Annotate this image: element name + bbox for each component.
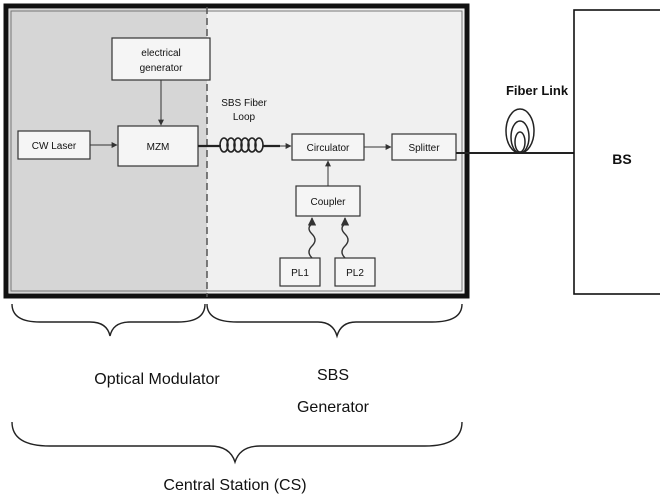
pl1-label: PL1 [291, 268, 309, 279]
sbs-fiber-coil-icon [219, 137, 264, 153]
fiber-link-label: Fiber Link [506, 83, 569, 98]
central-station-label: Central Station (CS) [163, 477, 306, 494]
coupler-label: Coupler [310, 197, 346, 208]
splitter-label: Splitter [408, 143, 440, 154]
electrical-generator-block [111, 37, 211, 81]
electrical-generator-label-2: generator [140, 63, 183, 74]
fiber-pl2-to-coupler [340, 217, 350, 259]
sbs-fiber-loop-label-2: Loop [233, 112, 256, 123]
pl1-block [279, 257, 321, 287]
pl2-block [334, 257, 376, 287]
circulator-label: Circulator [307, 143, 350, 154]
central-station-brace [11, 421, 463, 465]
sbs-fiber-loop-label-1: SBS Fiber [221, 98, 267, 109]
bs-box [573, 9, 660, 295]
fiber-pl1-to-coupler [307, 217, 317, 259]
sbs-generator-label-1: SBS [317, 367, 349, 384]
pl2-label: PL2 [346, 268, 364, 279]
mzm-label: MZM [147, 142, 170, 153]
central-station-box [3, 3, 470, 299]
bs-label: BS [612, 151, 631, 167]
fiber-link-coil-icon [505, 108, 535, 154]
sbs-generator-brace [206, 303, 463, 339]
cw-laser-label: CW Laser [32, 141, 77, 152]
electrical-generator-label-1: electrical [141, 48, 180, 59]
optical-modulator-brace [11, 303, 206, 337]
sbs-generator-label-2: Generator [297, 399, 370, 416]
coupler-block [295, 185, 361, 217]
splitter-block [391, 133, 457, 161]
optical-modulator-label: Optical Modulator [94, 371, 220, 388]
